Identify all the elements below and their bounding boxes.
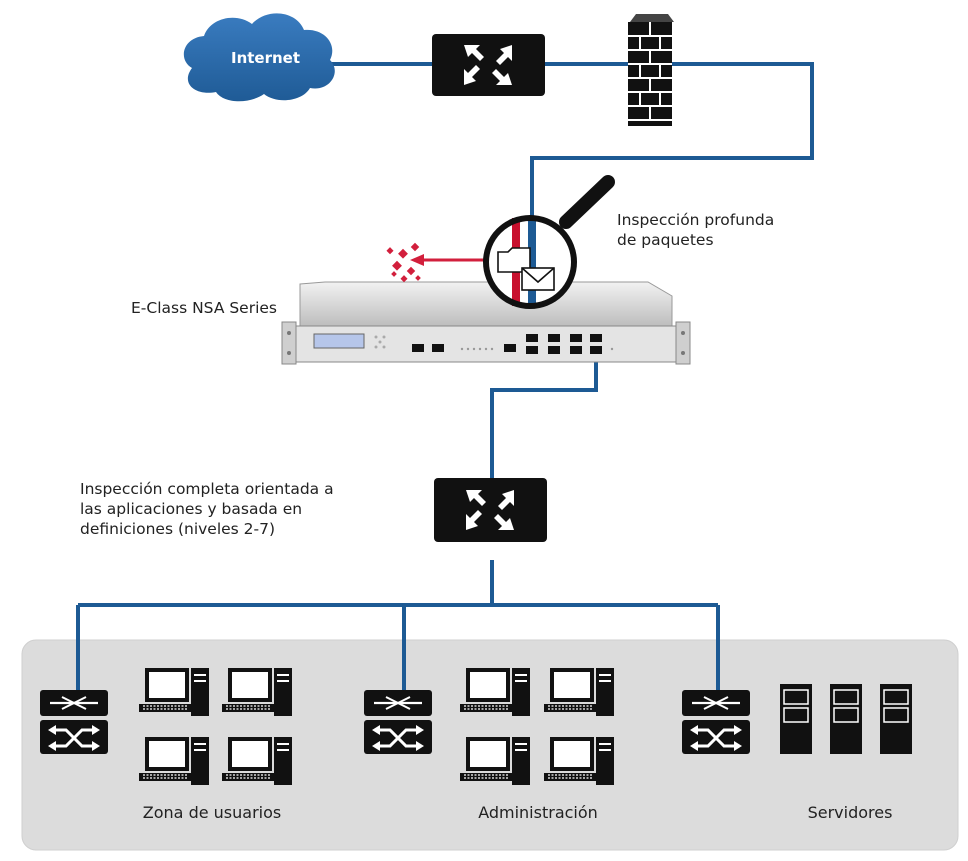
inspection-label-line-3: definiciones (niveles 2-7) <box>80 520 276 538</box>
dpi-label: Inspección profunda de paquetes <box>617 210 774 250</box>
firewall <box>628 14 674 126</box>
servers <box>779 683 913 755</box>
dpi-label-line-2: de paquetes <box>617 231 714 249</box>
core-router <box>434 478 547 542</box>
internet-router <box>432 34 545 96</box>
switch-servers <box>680 688 752 756</box>
switch-users <box>38 688 110 756</box>
inspection-label: Inspección completa orientada a las apli… <box>80 479 334 539</box>
internet-label: Internet <box>231 49 301 67</box>
inspection-label-line-2: las aplicaciones y basada en <box>80 500 303 518</box>
folder-icon <box>497 247 531 273</box>
blocked-threat <box>386 242 488 283</box>
dpi-label-line-1: Inspección profunda <box>617 211 775 229</box>
nsa-appliance <box>281 281 691 365</box>
zone-label-admin: Administración <box>478 803 598 822</box>
zone-label-users: Zona de usuarios <box>142 803 282 822</box>
magnifier-icon <box>483 175 615 309</box>
envelope-icon <box>521 267 555 291</box>
device-label: E-Class NSA Series <box>131 299 278 317</box>
network-cables <box>76 62 814 690</box>
zone-label-servers: Servidores <box>807 803 893 822</box>
internet-cloud <box>183 13 335 102</box>
inspection-label-line-1: Inspección completa orientada a <box>80 480 334 498</box>
switch-admin <box>362 688 434 756</box>
